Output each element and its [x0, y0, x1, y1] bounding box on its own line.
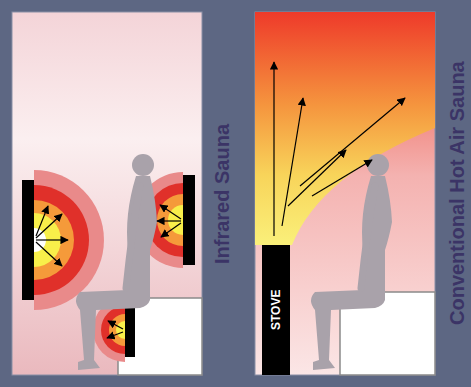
bench: [118, 298, 202, 375]
sauna-title: Infrared Sauna: [210, 12, 234, 375]
hot-air-room: [255, 12, 435, 375]
infrared-room: [12, 12, 202, 375]
person-silhouette: [76, 154, 157, 370]
sauna-title: Conventional Hot Air Sauna: [445, 12, 469, 375]
sauna-panel: Infrared Sauna: [12, 12, 237, 375]
wall-heater-radiation: [22, 170, 104, 310]
sauna-panel: Conventional Hot Air SaunaSTOVE: [255, 12, 467, 375]
stove-label: STOVE: [264, 245, 288, 375]
hot-air-arrows: [274, 62, 405, 236]
radiation-arrows: [36, 205, 181, 338]
hot-air-plume: [255, 12, 435, 245]
stove-box: STOVE: [262, 245, 290, 375]
person-silhouette: [311, 154, 392, 370]
